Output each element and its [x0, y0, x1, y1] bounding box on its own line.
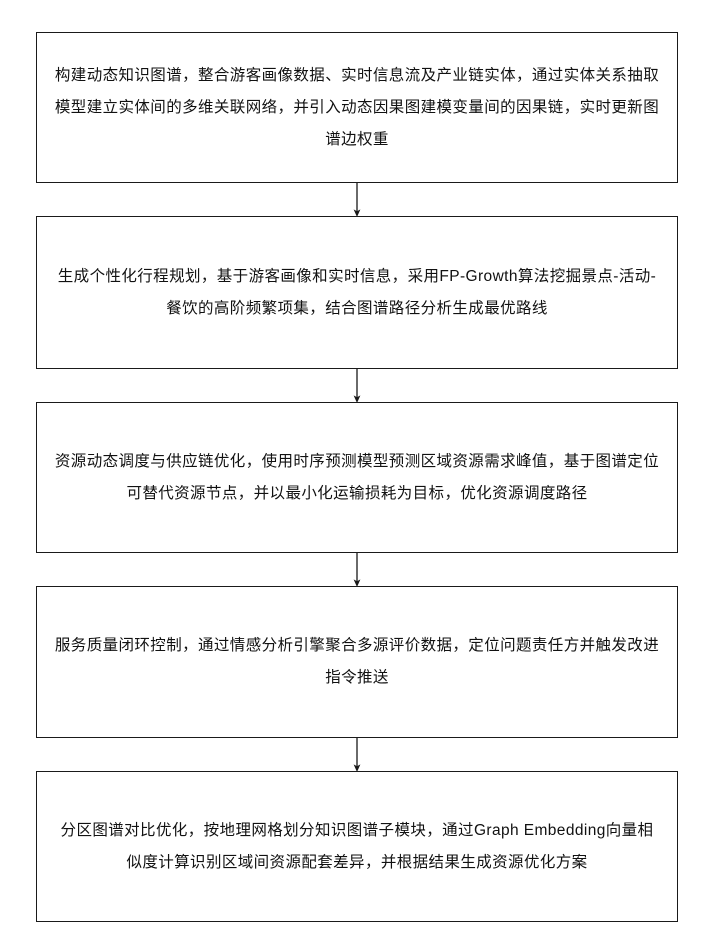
flow-node-step-4: 服务质量闭环控制，通过情感分析引擎聚合多源评价数据，定位问题责任方并触发改进指令…	[36, 586, 678, 738]
flow-node-step-1-label: 构建动态知识图谱，整合游客画像数据、实时信息流及产业链实体，通过实体关系抽取模型…	[54, 66, 660, 148]
flow-node-step-1: 构建动态知识图谱，整合游客画像数据、实时信息流及产业链实体，通过实体关系抽取模型…	[36, 32, 678, 183]
flow-node-step-4-label: 服务质量闭环控制，通过情感分析引擎聚合多源评价数据，定位问题责任方并触发改进指令…	[54, 637, 660, 686]
flow-node-step-5-label: 分区图谱对比优化，按地理网格划分知识图谱子模块，通过Graph Embeddin…	[60, 821, 654, 871]
flow-node-step-2-label: 生成个性化行程规划，基于游客画像和实时信息，采用FP-Growth算法挖掘景点-…	[57, 267, 657, 317]
flow-node-step-2: 生成个性化行程规划，基于游客画像和实时信息，采用FP-Growth算法挖掘景点-…	[36, 216, 678, 369]
flow-node-step-5: 分区图谱对比优化，按地理网格划分知识图谱子模块，通过Graph Embeddin…	[36, 771, 678, 922]
flow-node-step-3-label: 资源动态调度与供应链优化，使用时序预测模型预测区域资源需求峰值，基于图谱定位可替…	[54, 452, 660, 502]
flow-node-step-3: 资源动态调度与供应链优化，使用时序预测模型预测区域资源需求峰值，基于图谱定位可替…	[36, 402, 678, 553]
